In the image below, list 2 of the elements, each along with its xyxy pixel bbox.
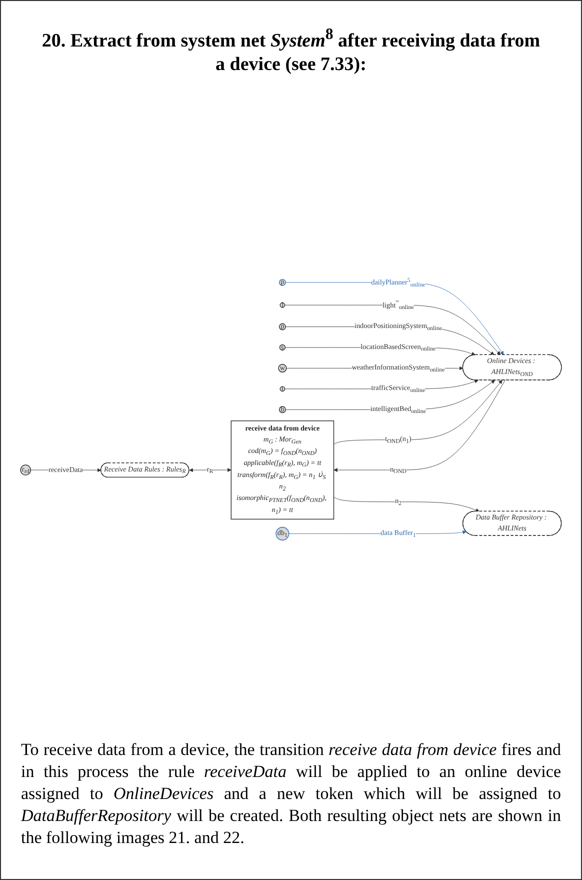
title: 20. Extract from system net System$^{8}$ after receiving data from a device (see 7.33): — [40, 25, 542, 77]
caption: To receive data from a device, the transition receive data from device fires and in this process the rule receiveData will be applied to an online device assigned to OnlineDevices and a new token which will be assigned to DataBufferRepository will be created. Both resulting object nets are shown in the following images 21. and 22. — [21, 738, 561, 849]
